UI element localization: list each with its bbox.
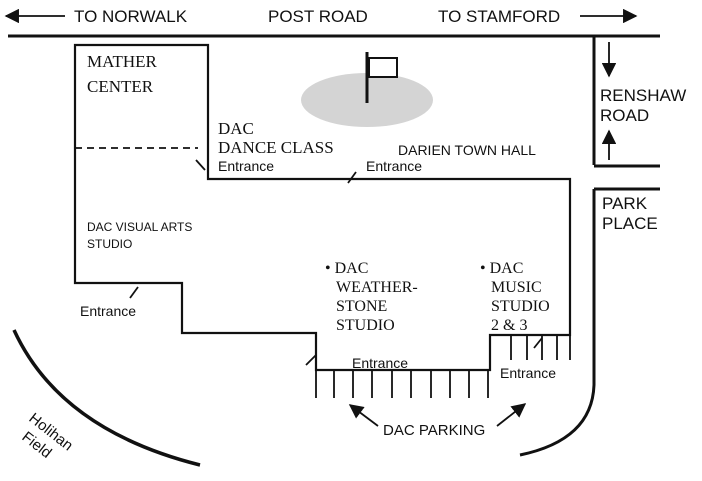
- parking-arrow-right: [496, 403, 527, 427]
- parking-arrow-left: [348, 404, 379, 427]
- flag-icon: [368, 57, 398, 78]
- entrance-label-dance: Entrance: [218, 158, 274, 174]
- holihan-field-boundary: [12, 329, 201, 467]
- entrance-label-music: Entrance: [500, 365, 556, 381]
- weatherstone-label-4: STUDIO: [336, 317, 395, 334]
- music-label-3: STUDIO: [491, 298, 550, 315]
- mather-label-2: CENTER: [87, 77, 154, 96]
- park-label-2: PLACE: [602, 214, 658, 233]
- curb-curve: [519, 189, 596, 457]
- renshaw-label-1: RENSHAW: [600, 86, 686, 105]
- mather-label-1: MATHER: [87, 52, 158, 71]
- visual-arts-label-2: STUDIO: [87, 237, 132, 251]
- music-label-1: • DAC: [480, 260, 523, 277]
- entrance-marks: [129, 159, 543, 366]
- to-norwalk-label: TO NORWALK: [74, 7, 188, 26]
- weatherstone-label-1: • DAC: [325, 260, 368, 277]
- entrance-label-weather: Entrance: [352, 355, 408, 371]
- town-hall-label: DARIEN TOWN HALL: [398, 142, 536, 158]
- music-label-2: MUSIC: [491, 279, 542, 296]
- holihan-field-label: Holihan Field: [19, 410, 77, 462]
- renshaw-label-2: ROAD: [600, 106, 649, 125]
- parking-label: DAC PARKING: [383, 422, 485, 439]
- park-label-1: PARK: [602, 194, 648, 213]
- visual-arts-label-1: DAC VISUAL ARTS: [87, 220, 192, 234]
- entrance-label-visual: Entrance: [80, 303, 136, 319]
- to-stamford-label: TO STAMFORD: [438, 7, 560, 26]
- music-label-4: 2 & 3: [491, 317, 527, 334]
- entrance-label-town-hall: Entrance: [366, 158, 422, 174]
- dance-label-2: DANCE CLASS: [218, 138, 334, 157]
- weatherstone-label-3: STONE: [336, 298, 387, 315]
- weatherstone-label-2: WEATHER-: [336, 279, 418, 296]
- post-road-label: POST ROAD: [268, 7, 368, 26]
- dance-label-1: DAC: [218, 119, 254, 138]
- building-outline: [73, 43, 572, 372]
